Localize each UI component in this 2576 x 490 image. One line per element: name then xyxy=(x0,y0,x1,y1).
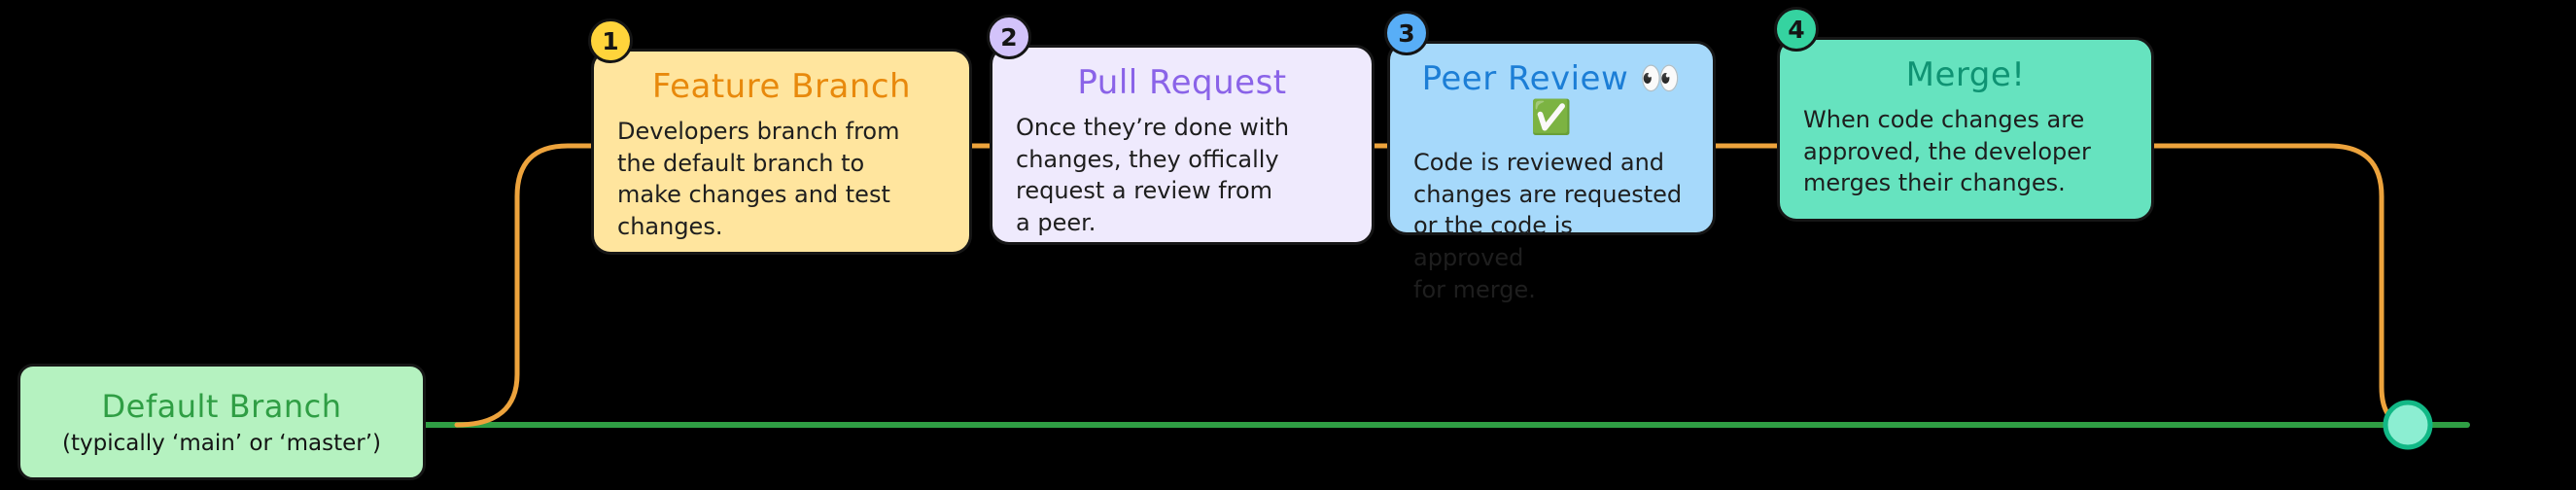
step-number: 2 xyxy=(1000,22,1018,52)
step-card-peer-review: 3 Peer Review 👀 ✅ Code is reviewed and c… xyxy=(1384,11,1716,303)
step-card-merge: 4 Merge! When code changes are approved,… xyxy=(1774,7,2154,222)
step-description: Developers branch from the default branc… xyxy=(617,118,900,240)
step-number: 1 xyxy=(602,26,619,55)
step-number-badge: 3 xyxy=(1384,11,1429,55)
step-title: Merge! xyxy=(1905,55,2026,94)
step-description: Code is reviewed and changes are request… xyxy=(1413,149,1683,303)
step-number-badge: 4 xyxy=(1774,7,1819,52)
feature-branch-line xyxy=(454,143,2414,428)
step-title: Pull Request xyxy=(1077,63,1287,102)
step-description: When code changes are approved, the deve… xyxy=(1803,106,2091,197)
step-number-badge: 2 xyxy=(987,15,1031,59)
step-card-pull-request: 2 Pull Request Once they’re done with ch… xyxy=(987,15,1375,245)
default-branch-card: Default Branch (typically ‘main’ or ‘mas… xyxy=(17,364,426,480)
step-title: Feature Branch xyxy=(651,67,912,106)
step-number: 3 xyxy=(1398,18,1415,48)
step-number: 4 xyxy=(1788,15,1805,44)
step-description: Once they’re done with changes, they off… xyxy=(1016,114,1290,236)
step-card-feature-branch: 1 Feature Branch Developers branch from … xyxy=(588,18,972,255)
merge-commit-node xyxy=(2383,400,2433,450)
step-title: Peer Review 👀 ✅ xyxy=(1421,59,1682,137)
step-number-badge: 1 xyxy=(588,18,633,63)
default-branch-subtitle: (typically ‘main’ or ‘master’) xyxy=(62,431,381,456)
default-branch-title: Default Branch xyxy=(101,388,342,425)
